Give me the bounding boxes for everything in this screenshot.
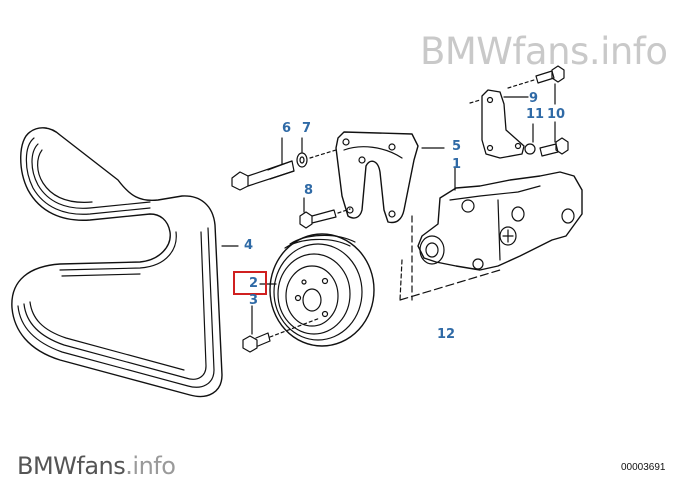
- callout-3[interactable]: 3: [249, 293, 259, 308]
- watermark-bottom: BMWfans.info: [17, 452, 176, 480]
- callout-2[interactable]: 2: [249, 276, 259, 291]
- bracket-bolt-drawing: [299, 197, 351, 229]
- pulley-bolt-drawing: [242, 305, 321, 353]
- callout-12[interactable]: 12: [437, 327, 456, 342]
- diagram-id: 00003691: [621, 462, 666, 473]
- callout-8[interactable]: 8: [304, 183, 314, 198]
- callout-7[interactable]: 7: [302, 121, 312, 136]
- long-bolt-drawing: [231, 137, 337, 191]
- bracket-screws-drawing: [507, 65, 569, 157]
- callout-10[interactable]: 10: [547, 107, 566, 122]
- watermark-top: BMWfans.info: [420, 30, 668, 73]
- mounting-bracket-drawing: [335, 131, 445, 301]
- support-bracket-drawing: [469, 89, 529, 159]
- drive-belt-drawing: [11, 127, 223, 398]
- watermark-suffix: .info: [125, 452, 176, 480]
- highlight-box: [233, 271, 267, 295]
- power-steering-pump-drawing: [399, 167, 583, 301]
- callout-11[interactable]: 11: [526, 107, 545, 122]
- pulley-drawing: [269, 233, 375, 347]
- callout-9[interactable]: 9: [529, 91, 539, 106]
- callout-1[interactable]: 1: [452, 157, 462, 172]
- watermark-brand: BMWfans: [17, 452, 126, 480]
- callout-5[interactable]: 5: [452, 139, 462, 154]
- callout-6[interactable]: 6: [282, 121, 292, 136]
- mount-dash: [399, 259, 403, 301]
- callout-4[interactable]: 4: [244, 238, 254, 253]
